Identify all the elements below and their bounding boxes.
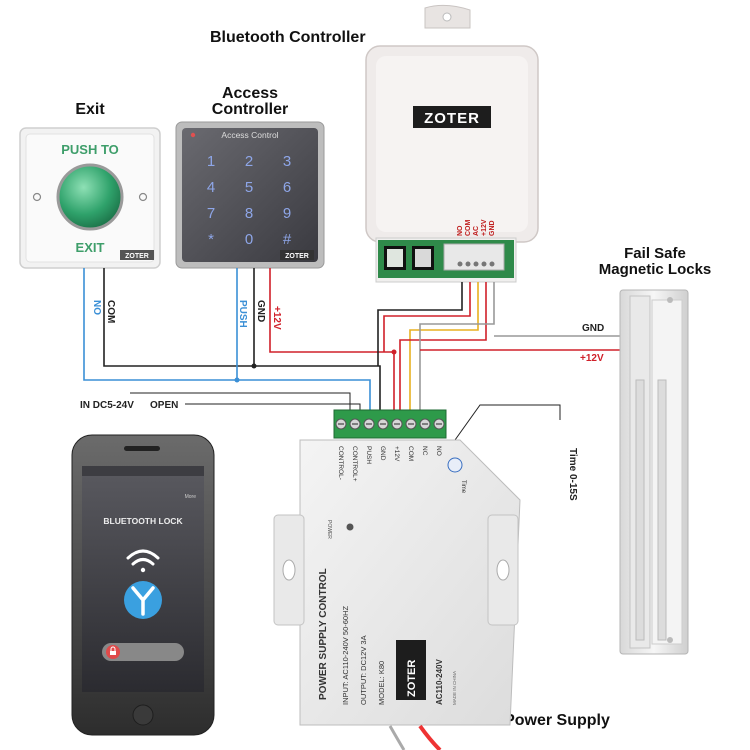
- keypad-header: Access Control: [221, 130, 278, 140]
- bt-terminal-label: NO: [457, 225, 464, 236]
- wire-exit-com: [103, 268, 381, 410]
- bt-terminal-label: COM: [465, 220, 472, 237]
- screw-icon: [32, 192, 42, 202]
- power-led-icon: [346, 523, 354, 531]
- bt-terminal-label: GND: [489, 220, 496, 236]
- ps-terminal-label: NO: [435, 446, 442, 456]
- wire-bt-com: [383, 282, 471, 352]
- time-knob-icon[interactable]: [447, 457, 463, 473]
- exit-button-device: PUSH TO EXIT ZOTER: [19, 127, 161, 269]
- bt-controller-brand: ZOTER: [424, 110, 480, 127]
- terminal-screw-icon: [489, 261, 495, 267]
- keypad-key-10[interactable]: 0: [245, 231, 253, 248]
- magnetic-lock-device: [619, 289, 689, 655]
- keypad-key-1[interactable]: 2: [245, 153, 253, 170]
- ps-input-spec: INPUT: AC110-240V 50-60HZ: [341, 606, 350, 705]
- exit-push-to-text: PUSH TO: [61, 142, 119, 157]
- ps-output-spec: OUTPUT: DC12V 3A: [359, 635, 368, 705]
- phone-top-right[interactable]: More: [185, 494, 197, 500]
- title-power-supply: Power Supply: [504, 712, 610, 729]
- keypad-key-0[interactable]: 1: [207, 153, 215, 170]
- terminal-screw-icon: [465, 261, 471, 267]
- screw-icon: [138, 192, 148, 202]
- ps-made-in: MADE IN CHINA: [452, 671, 457, 705]
- label-gnd-lock: GND: [582, 323, 604, 334]
- ps-terminal-label: CONTROL-: [337, 446, 344, 480]
- ps-terminal-label: COM: [407, 446, 414, 461]
- ps-power-led-label: POWER: [326, 520, 332, 539]
- keypad-key-9[interactable]: *: [208, 231, 214, 248]
- wires: [83, 268, 640, 441]
- terminal-screw-icon: [473, 261, 479, 267]
- keypad-key-7[interactable]: 8: [245, 205, 253, 222]
- ps-terminal-labels: CONTROL- CONTROL+ PUSH GND +12V COM NC NO: [337, 446, 442, 482]
- wire-open: [185, 403, 361, 410]
- title-bluetooth-controller: Bluetooth Controller: [210, 29, 366, 46]
- ps-terminal-label: GND: [379, 446, 386, 461]
- keypad-key-4[interactable]: 5: [245, 179, 253, 196]
- wire-exit-no: [83, 268, 371, 410]
- wifi-icon: [126, 549, 160, 573]
- ps-terminal-label: CONTROL+: [351, 446, 358, 482]
- home-button[interactable]: [132, 704, 154, 726]
- keypad-keys: 1 2 3 4 5 6 7 8 9 * 0 #: [207, 153, 292, 248]
- ps-terminal-label: NC: [421, 446, 428, 456]
- label-in-dc: IN DC5-24V: [80, 400, 134, 411]
- bt-terminal-label: +12V: [481, 219, 488, 236]
- title-exit: Exit: [75, 101, 105, 118]
- ps-model: MODEL: K80: [377, 661, 386, 705]
- keypad-key-5[interactable]: 6: [283, 179, 291, 196]
- access-keypad-device: Access Control 1 2 3 4 5 6 7 8 9 * 0 # ZOTER: [175, 121, 325, 269]
- ps-terminal-label: +12V: [393, 446, 400, 462]
- keypad-brand: ZOTER: [285, 253, 309, 260]
- terminal-screw-icon: [481, 261, 487, 267]
- wire-bt-gnd: [419, 282, 495, 410]
- exit-brand: ZOTER: [125, 253, 149, 260]
- screw-icon: [667, 637, 673, 643]
- keypad-key-2[interactable]: 3: [283, 153, 291, 170]
- wire-bt-12v: [399, 282, 487, 410]
- label-no: NO: [91, 300, 102, 315]
- label-time: Time 0-15S: [567, 448, 578, 501]
- label-open: OPEN: [150, 400, 178, 411]
- smartphone-device: More BLUETOOTH LOCK: [71, 434, 215, 736]
- ps-terminal-screws: [335, 418, 445, 430]
- keypad-key-8[interactable]: 9: [283, 205, 291, 222]
- title-fail-safe-line1: Fail Safe: [624, 245, 686, 262]
- exit-exit-text: EXIT: [76, 240, 105, 255]
- phone-app-title: BLUETOOTH LOCK: [103, 516, 183, 526]
- bt-terminal-label: AC: [473, 226, 480, 236]
- label-gnd-keypad: GND: [255, 300, 266, 322]
- ps-side-text: POWER SUPPLY CONTROL: [318, 568, 329, 700]
- ps-time-label: Time: [460, 480, 466, 494]
- terminal-screw-icon: [457, 261, 463, 267]
- ps-brand: ZOTER: [406, 660, 418, 697]
- ps-voltage-badge: AC110-240V: [435, 659, 444, 705]
- wire-keypad-12v: [269, 268, 395, 410]
- label-12v-lock: +12V: [580, 353, 604, 364]
- keypad-key-11[interactable]: #: [283, 231, 292, 248]
- label-push: PUSH: [237, 300, 248, 328]
- screw-icon: [667, 297, 673, 303]
- wire-bt-no: [377, 282, 463, 366]
- title-access-line1: Access: [222, 85, 278, 102]
- label-com: COM: [105, 300, 116, 323]
- wire-time: [454, 404, 561, 441]
- keypad-key-3[interactable]: 4: [207, 179, 215, 196]
- keypad-key-6[interactable]: 7: [207, 205, 215, 222]
- keypad-led-icon: [190, 132, 196, 138]
- wire-bt-ac: [409, 282, 479, 410]
- title-fail-safe-line2: Magnetic Locks: [599, 261, 712, 278]
- exit-push-button[interactable]: [56, 163, 124, 231]
- label-12v-keypad: +12V: [271, 306, 282, 330]
- ps-terminal-label: PUSH: [365, 446, 372, 464]
- unlock-button[interactable]: [102, 643, 184, 661]
- title-access-line2: Controller: [212, 101, 288, 118]
